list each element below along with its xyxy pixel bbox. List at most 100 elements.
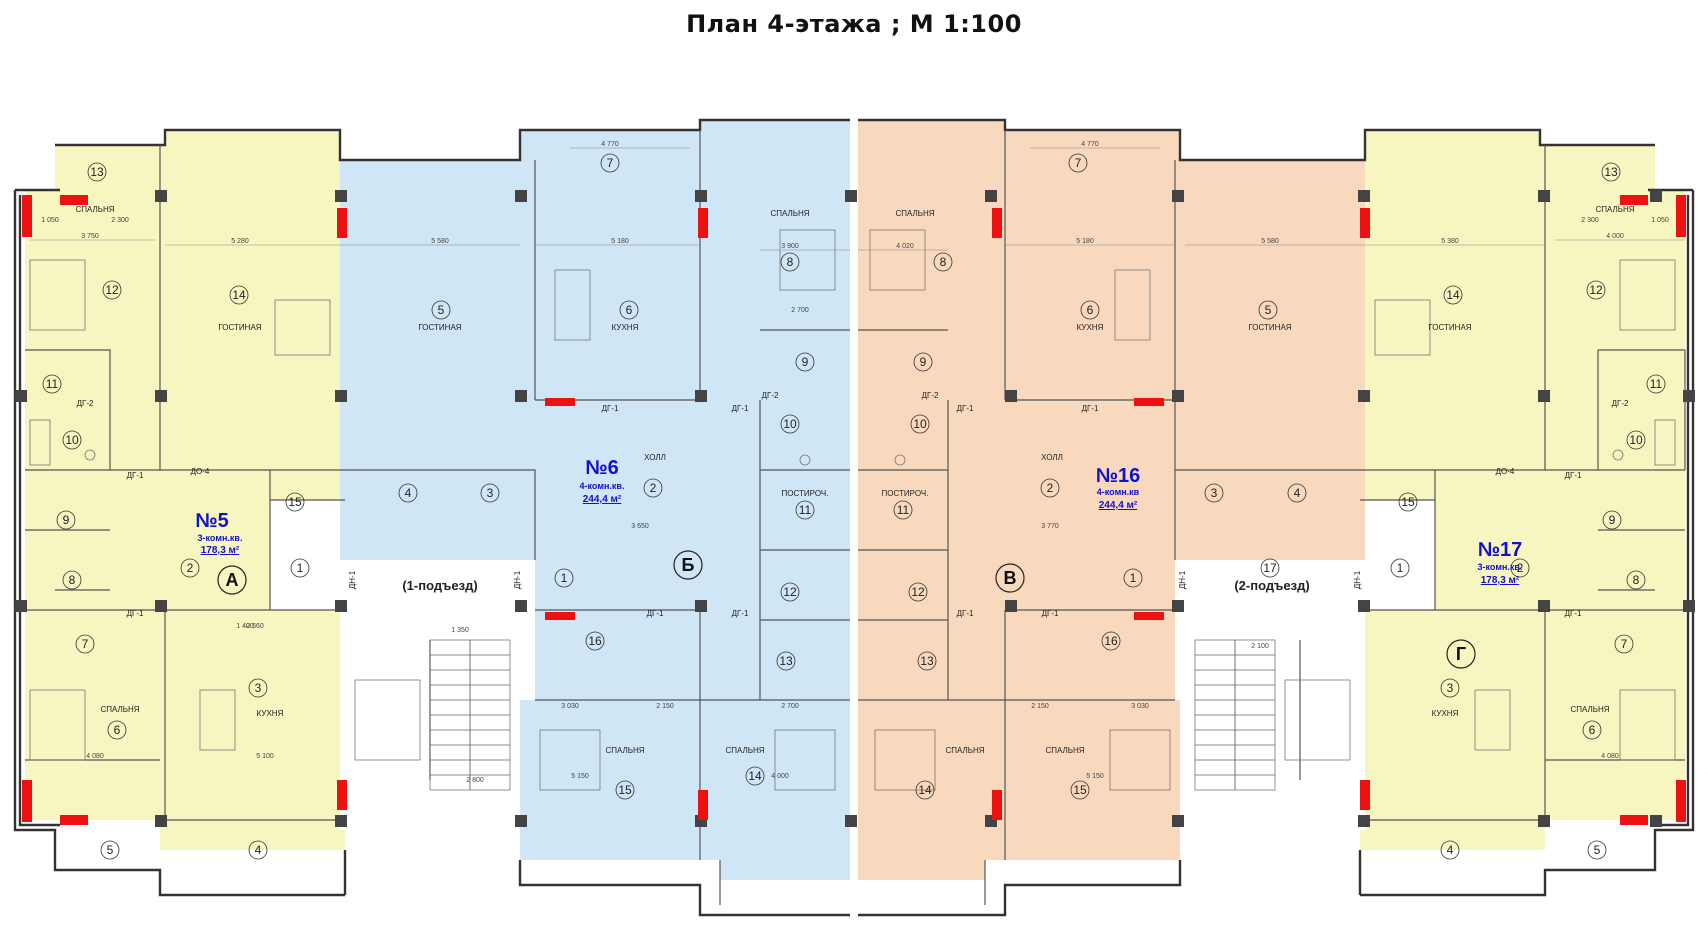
svg-text:1: 1: [1130, 571, 1137, 585]
svg-text:СПАЛЬНЯ: СПАЛЬНЯ: [725, 746, 764, 755]
svg-text:5 580: 5 580: [431, 238, 449, 245]
svg-text:ДН-1: ДН-1: [513, 570, 522, 589]
svg-text:1: 1: [297, 561, 304, 575]
section-letters: А Б В Г: [226, 555, 1467, 664]
svg-text:12: 12: [105, 283, 119, 297]
apt5-fill: [25, 130, 345, 850]
svg-text:4 770: 4 770: [1081, 141, 1099, 148]
svg-text:12: 12: [783, 585, 797, 599]
svg-text:15: 15: [288, 495, 302, 509]
svg-text:9: 9: [802, 355, 809, 369]
svg-text:2 300: 2 300: [111, 217, 129, 224]
svg-text:СПАЛЬНЯ: СПАЛЬНЯ: [945, 746, 984, 755]
svg-text:5 180: 5 180: [611, 238, 629, 245]
svg-text:ДГ-1: ДГ-1: [127, 471, 144, 480]
svg-text:ДГ-2: ДГ-2: [77, 399, 94, 408]
svg-text:13: 13: [779, 654, 793, 668]
svg-text:1 050: 1 050: [1651, 217, 1669, 224]
svg-text:3: 3: [1447, 681, 1454, 695]
svg-text:5 380: 5 380: [1441, 238, 1459, 245]
svg-text:3 030: 3 030: [1131, 703, 1149, 710]
svg-text:9: 9: [1609, 513, 1616, 527]
svg-text:ДО-4: ДО-4: [191, 467, 210, 476]
svg-text:ДН-1: ДН-1: [1353, 570, 1362, 589]
svg-text:15: 15: [1401, 495, 1415, 509]
svg-text:7: 7: [82, 637, 89, 651]
svg-text:8: 8: [1633, 573, 1640, 587]
svg-text:5 100: 5 100: [256, 753, 274, 760]
svg-text:14: 14: [918, 783, 932, 797]
svg-text:СПАЛЬНЯ: СПАЛЬНЯ: [1045, 746, 1084, 755]
svg-text:178,3 м²: 178,3 м²: [201, 545, 240, 556]
stair-flights: [354, 639, 1351, 791]
svg-text:5 150: 5 150: [1086, 773, 1104, 780]
apartment-17-label: №17 3-комн.кв. 178,3 м²: [1478, 539, 1523, 586]
svg-text:2 300: 2 300: [1581, 217, 1599, 224]
svg-text:5: 5: [1594, 843, 1601, 857]
svg-text:14: 14: [232, 288, 246, 302]
svg-text:ДГ-2: ДГ-2: [1612, 399, 1629, 408]
svg-text:3 650: 3 650: [631, 523, 649, 530]
svg-text:(2-подъезд): (2-подъезд): [1234, 578, 1309, 593]
svg-text:4: 4: [255, 843, 262, 857]
svg-text:СПАЛЬНЯ: СПАЛЬНЯ: [770, 209, 809, 218]
svg-text:ДГ-1: ДГ-1: [1565, 471, 1582, 480]
section-markers: [217, 550, 1476, 669]
room-number-markers: [42, 153, 1666, 860]
svg-text:5 180: 5 180: [1076, 238, 1094, 245]
svg-text:3 750: 3 750: [81, 233, 99, 240]
room-names: ГОСТИНАЯ ГОСТИНАЯ ГОСТИНАЯ ГОСТИНАЯ КУХН…: [75, 205, 1634, 755]
svg-text:13: 13: [1604, 165, 1618, 179]
svg-text:СПАЛЬНЯ: СПАЛЬНЯ: [100, 705, 139, 714]
svg-text:4: 4: [1294, 486, 1301, 500]
svg-text:4 080: 4 080: [1601, 753, 1619, 760]
svg-text:16: 16: [1104, 634, 1118, 648]
svg-text:15: 15: [1073, 783, 1087, 797]
svg-text:9: 9: [920, 355, 927, 369]
svg-text:КУХНЯ: КУХНЯ: [257, 709, 284, 718]
svg-text:4 020: 4 020: [896, 243, 914, 250]
dimension-lines: [30, 147, 1685, 251]
svg-text:4 080: 4 080: [86, 753, 104, 760]
svg-text:5: 5: [107, 843, 114, 857]
svg-text:14: 14: [748, 769, 762, 783]
svg-text:3: 3: [1211, 486, 1218, 500]
apt6-fill: [340, 120, 850, 880]
svg-text:12: 12: [1589, 283, 1603, 297]
room-number-texts: 13 12 14 5 6 7 8 8 7 6 5 14 12 13 11 10 …: [46, 156, 1663, 857]
svg-text:4 000: 4 000: [1606, 233, 1624, 240]
svg-text:КУХНЯ: КУХНЯ: [1077, 323, 1104, 332]
svg-text:10: 10: [783, 417, 797, 431]
svg-text:2: 2: [1517, 561, 1524, 575]
svg-text:3: 3: [255, 681, 262, 695]
interior-walls: [25, 130, 1686, 860]
svg-text:3 770: 3 770: [1041, 523, 1059, 530]
entrance-labels: (1-подъезд) (2-подъезд): [402, 578, 1309, 593]
svg-text:2 700: 2 700: [791, 307, 809, 314]
svg-text:ДГ-1: ДГ-1: [1565, 609, 1582, 618]
svg-text:ГОСТИНАЯ: ГОСТИНАЯ: [218, 323, 261, 332]
svg-text:10: 10: [65, 433, 79, 447]
svg-text:2 100: 2 100: [1251, 643, 1269, 650]
svg-text:ДГ-1: ДГ-1: [957, 609, 974, 618]
svg-text:6: 6: [1087, 303, 1094, 317]
svg-text:ПОСТИРОЧ.: ПОСТИРОЧ.: [782, 489, 829, 498]
page-title: План 4-этажа ; М 1:100: [686, 10, 1022, 38]
svg-text:Б: Б: [682, 555, 695, 575]
svg-text:4: 4: [1447, 843, 1454, 857]
svg-text:1 050: 1 050: [41, 217, 59, 224]
svg-text:1: 1: [1397, 561, 1404, 575]
svg-text:ДО-4: ДО-4: [1496, 467, 1515, 476]
svg-text:ГОСТИНАЯ: ГОСТИНАЯ: [418, 323, 461, 332]
svg-text:ДГ-1: ДГ-1: [127, 609, 144, 618]
svg-text:6: 6: [114, 723, 121, 737]
svg-text:4-комн.кв: 4-комн.кв: [1097, 487, 1140, 497]
svg-text:10: 10: [1629, 433, 1643, 447]
red-piers: [22, 195, 1686, 825]
svg-text:КУХНЯ: КУХНЯ: [612, 323, 639, 332]
svg-text:ДГ-1: ДГ-1: [732, 404, 749, 413]
svg-text:ХОЛЛ: ХОЛЛ: [644, 453, 666, 462]
svg-text:7: 7: [1621, 637, 1628, 651]
svg-text:7: 7: [607, 156, 614, 170]
